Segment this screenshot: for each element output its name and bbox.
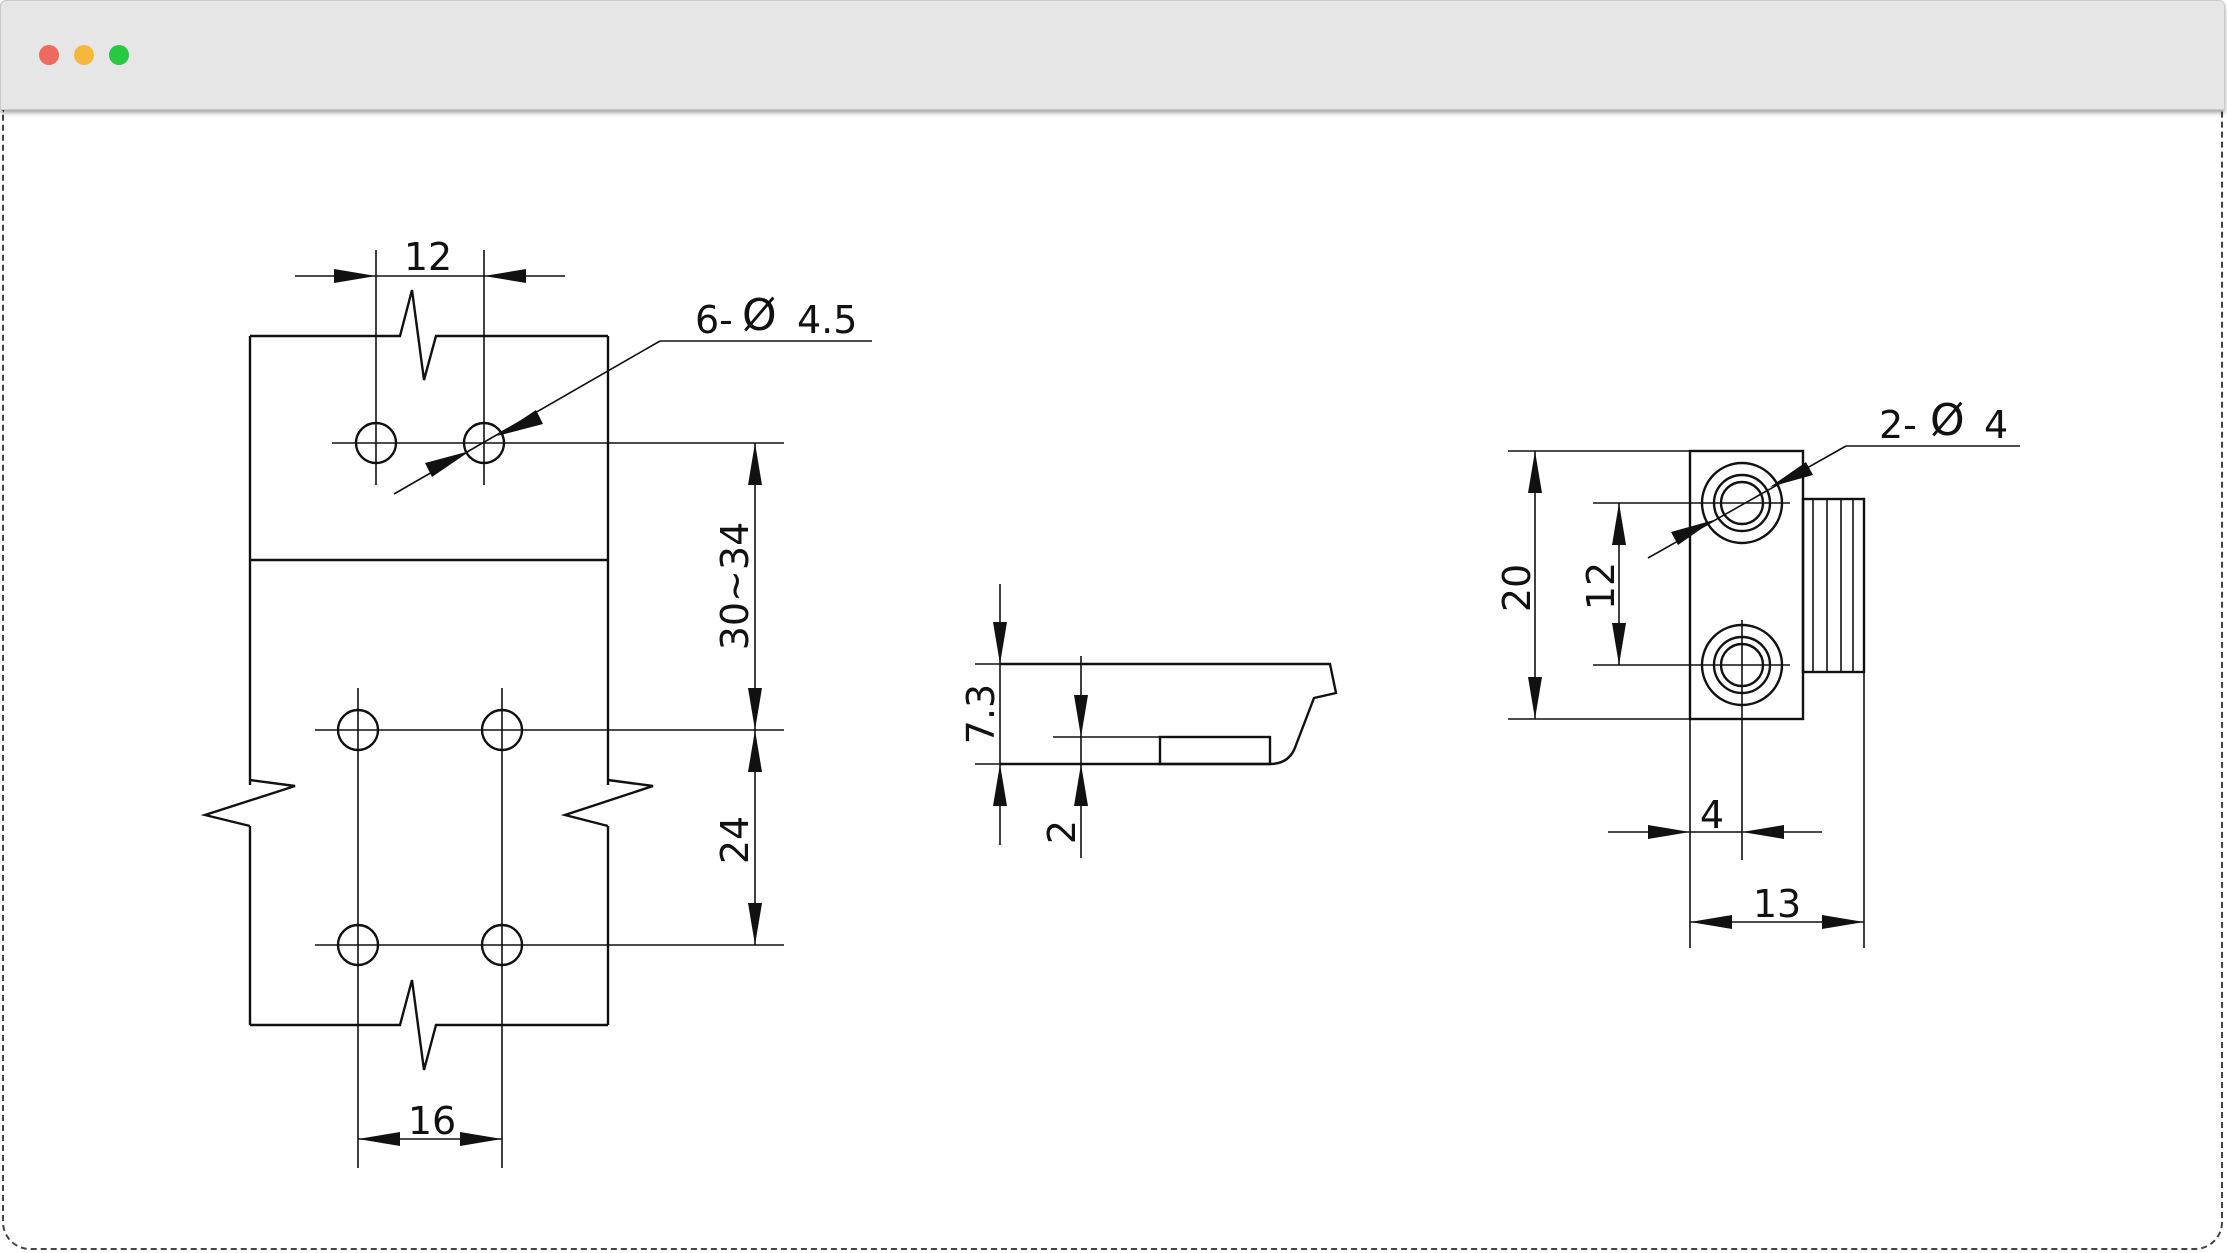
dimension-arrow [748,688,762,730]
hole-callout-count: 6- [695,298,733,342]
leader-arrow [497,410,543,436]
diameter-symbol: Ø [742,290,777,341]
middle-view: 7.3 2 [959,584,1338,858]
hole-callout-size: 4.5 [797,298,857,342]
dim-height-label: 7.3 [959,684,1003,744]
dim-vertical-spacing-label: 24 [713,816,757,864]
dimension-arrow [358,1132,400,1146]
dim-top-spacing-label: 12 [404,235,452,279]
dim-total-height-label: 20 [1495,564,1539,612]
dimension-arrow [1074,764,1088,806]
dimension-arrow [1612,623,1626,665]
right-view: 20 12 2- Ø 4 4 13 [1495,395,2020,948]
leader-arrow [1770,462,1813,487]
dimension-arrow [748,730,762,772]
dimension-arrow [1690,915,1732,929]
dimension-arrow [334,269,376,283]
dimension-arrow [1648,825,1690,839]
hole-callout-size: 4 [1984,403,2008,447]
dimension-arrow [993,622,1007,664]
dimension-arrow [1742,825,1784,839]
dimension-arrow [1612,503,1626,545]
dim-vertical-range-label: 30~34 [713,522,757,651]
front-block-outline [1688,449,1805,721]
dim-thickness-label: 2 [1040,820,1084,844]
maximize-button[interactable] [109,45,129,65]
left-view-break-left [200,778,296,828]
left-view: 12 6- Ø 4.5 30~34 24 16 [200,235,872,1168]
left-view-break-right [560,778,654,828]
left-view-outline-bottom [250,979,608,1071]
leader-arrow [425,451,470,477]
close-button[interactable] [39,45,59,65]
title-bar [0,0,2225,110]
side-block-outline [1801,497,1866,674]
hole-callout-count: 2- [1879,403,1917,447]
dimension-arrow [484,269,526,283]
drawing-canvas [2,110,2223,1250]
dimension-arrow [1528,677,1542,719]
side-profile-outline [1000,662,1338,766]
minimize-button[interactable] [74,45,94,65]
dimension-arrow [1822,915,1864,929]
dim-hole-spacing-label: 12 [1579,562,1623,610]
leader-arrow [1671,520,1714,545]
dim-hole-offset-label: 4 [1700,793,1724,837]
dimension-arrow [748,443,762,485]
profile-slot [1158,735,1272,766]
diameter-symbol: Ø [1930,395,1965,446]
dimension-arrow [748,903,762,945]
dim-bottom-spacing-label: 16 [408,1099,456,1143]
dimension-arrow [993,764,1007,806]
dimension-arrow [460,1132,502,1146]
dimension-arrow [1528,451,1542,493]
left-view-outline-top [250,289,608,381]
dimension-arrow [1074,695,1088,737]
dim-width-label: 13 [1753,882,1801,926]
